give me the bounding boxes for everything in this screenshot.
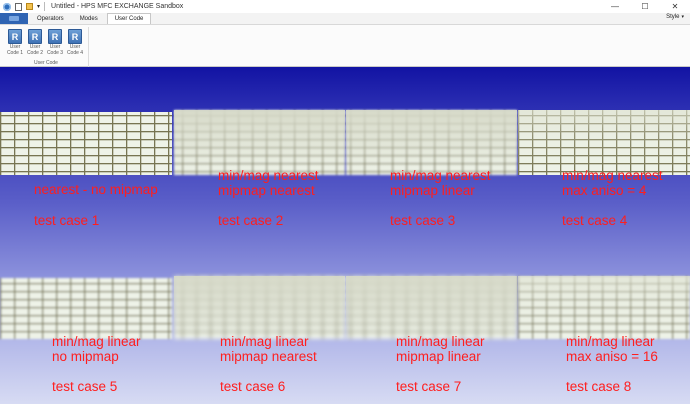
floor-bottom-6 [174, 276, 345, 339]
floor-bottom-5 [0, 278, 172, 339]
ribbon-tab-row: Operators Modes User Code Style▾ [0, 13, 690, 24]
render-viewport[interactable]: nearest - no mipmap test case 1 min/mag … [0, 67, 690, 404]
filter-label-line1: min/mag nearest [562, 168, 663, 183]
title-bar: ▾ Untitled - HPS MFC EXCHANGE Sandbox — … [0, 0, 690, 14]
user-code-icon: R [48, 29, 62, 44]
group-label: User Code [34, 60, 58, 66]
texture-filter-scene [0, 110, 690, 339]
label-case-1: nearest - no mipmap test case 1 [34, 182, 158, 228]
floor-bottom-8 [518, 276, 690, 339]
filter-label-line1: min/mag nearest [218, 168, 319, 183]
test-case-label: test case 7 [396, 379, 462, 394]
user-code-icon: R [68, 29, 82, 44]
label-case-4: min/mag nearest max aniso = 4 test case … [562, 168, 663, 228]
filter-label-line1: min/mag nearest [390, 168, 491, 183]
filter-label-line2: mipmap linear [390, 183, 475, 198]
test-case-label: test case 2 [218, 213, 284, 228]
floor-top-4 [518, 110, 690, 175]
test-case-label: test case 3 [390, 213, 456, 228]
filter-label-line1: min/mag linear [566, 334, 655, 349]
filter-label-line2: max aniso = 16 [566, 349, 658, 364]
toolbar-divider [44, 2, 46, 11]
filter-label-line1: min/mag linear [220, 334, 309, 349]
filter-label-line1: min/mag linear [396, 334, 485, 349]
file-tab-icon [9, 16, 19, 21]
window-title: Untitled - HPS MFC EXCHANGE Sandbox [51, 3, 184, 10]
maximize-button[interactable]: ☐ [641, 2, 649, 11]
app-icon[interactable] [3, 2, 11, 11]
label-case-8: min/mag linear max aniso = 16 test case … [566, 334, 658, 394]
floor-top-3 [346, 110, 517, 175]
style-menu-label: Style [666, 14, 680, 20]
label-case-5: min/mag linear no mipmap test case 5 [52, 334, 141, 394]
label-case-6: min/mag linear mipmap nearest test case … [220, 334, 317, 394]
test-case-label: test case 4 [562, 213, 628, 228]
filter-label-line1: nearest - no mipmap [34, 182, 158, 197]
test-case-label: test case 8 [566, 379, 632, 394]
test-case-label: test case 1 [34, 213, 100, 228]
filter-label-line2: no mipmap [52, 349, 119, 364]
label-case-3: min/mag nearest mipmap linear test case … [390, 168, 491, 228]
tab-operators[interactable]: Operators [37, 16, 64, 22]
chevron-down-icon: ▾ [681, 14, 684, 20]
close-button[interactable]: ✕ [671, 2, 679, 11]
window-controls: — ☐ ✕ [600, 0, 690, 13]
new-file-icon[interactable] [15, 2, 22, 11]
file-tab[interactable] [0, 13, 28, 24]
filter-label-line2: mipmap nearest [218, 183, 315, 198]
test-case-label: test case 6 [220, 379, 286, 394]
filter-label-line2: mipmap nearest [220, 349, 317, 364]
tab-user-code[interactable]: User Code [106, 13, 152, 24]
filter-label-line2: mipmap linear [396, 349, 481, 364]
quick-access-toolbar: ▾ [0, 2, 46, 11]
user-code-icon: R [28, 29, 42, 44]
floor-top-2 [174, 110, 345, 175]
label-case-2: min/mag nearest mipmap nearest test case… [218, 168, 319, 228]
filter-label-line2: max aniso = 4 [562, 183, 647, 198]
test-case-label: test case 5 [52, 379, 118, 394]
user-code-icon: R [8, 29, 22, 44]
customize-quick-access-icon[interactable]: ▾ [37, 4, 41, 10]
filter-label-line1: min/mag linear [52, 334, 141, 349]
open-folder-icon[interactable] [26, 3, 33, 10]
floor-bottom-7 [346, 276, 517, 339]
style-menu[interactable]: Style▾ [666, 14, 684, 20]
minimize-button[interactable]: — [611, 2, 619, 11]
tab-modes[interactable]: Modes [79, 16, 98, 22]
floor-top-1 [0, 112, 172, 175]
label-case-7: min/mag linear mipmap linear test case 7 [396, 334, 485, 394]
